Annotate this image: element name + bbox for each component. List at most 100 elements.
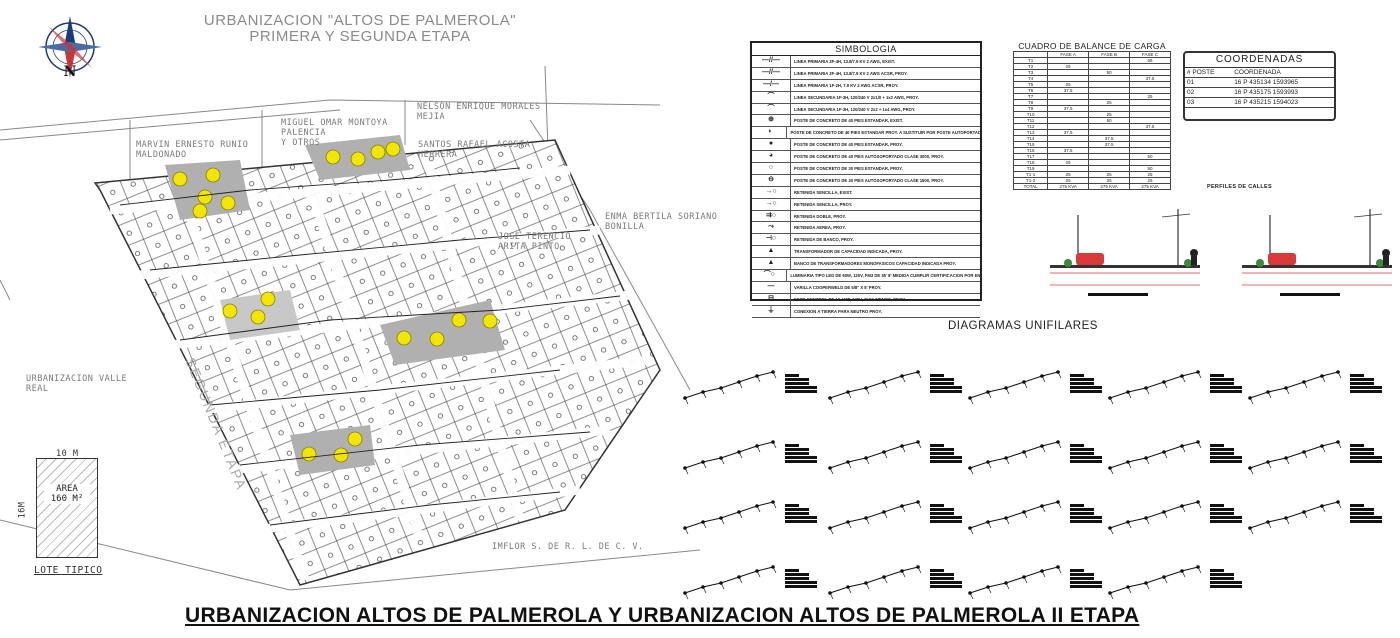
simbologia-row: ⇉○RETENIDA DOBLE, PROY. [752, 210, 980, 223]
simbologia-symbol-icon: ⌒ [752, 91, 791, 103]
simbologia-text: LINEA PRIMARIA 1F-2H, 7.9 KV 2 AWG ACSR,… [794, 82, 899, 88]
table-header-cell: COORDENADA [1232, 68, 1334, 78]
plan-drawing: SEGUNDA ETAPA [0, 65, 700, 591]
simbologia-row: ⊣○RETENIDA DE BANCO, PROY. [752, 234, 980, 247]
simbologia-symbol-icon: —//— [752, 67, 791, 79]
single-line-diagram [1108, 370, 1242, 405]
street-profiles [1050, 209, 1392, 296]
simbologia-symbol-icon: ● [752, 139, 791, 151]
simbologia-symbol-icon: ⤳ [752, 222, 791, 234]
single-line-diagram [968, 500, 1102, 535]
single-line-diagram [828, 500, 962, 535]
simbologia-text: POSTE DE CONCRETO DE 40 PIES ESTANDAR PR… [790, 130, 980, 136]
diagramas-title: DIAGRAMAS UNIFILARES [948, 320, 1098, 332]
table-cell: 16 P 435175 1593993 [1232, 87, 1334, 98]
owner-valle-real: URBANIZACION VALLE REAL [26, 374, 128, 394]
simbologia-symbol-icon: ⊖ [752, 174, 791, 186]
single-line-diagram [1248, 370, 1382, 405]
simbologia-text: RETENIDA DE BANCO, PROY. [794, 237, 854, 243]
single-line-diagram [968, 370, 1102, 405]
simbologia-row: ▲BANCO DE TRANSFORMADORES MONOFASICOS CA… [752, 258, 980, 271]
single-line-diagram [683, 500, 817, 535]
simbologia-text: RETENIDA SENCILLA, EXIST. [794, 189, 853, 195]
single-line-diagram [1108, 500, 1242, 535]
owner-santos: SANTOS RAFAEL ACOSTA HERRERA [418, 140, 531, 160]
simbologia-symbol-icon: —//— [752, 56, 791, 67]
simbologia-text: POSTE DE CONCRETO DE 40 PIES ESTANDAR, P… [794, 142, 903, 148]
simbologia-text: LINEA SECUNDARIA 1F-3H, 120/240 V 2x2 + … [794, 106, 916, 112]
single-line-diagram [683, 440, 817, 475]
table-cell: 275 KVA [1088, 183, 1131, 190]
simbologia-text: LINEA SECUNDARIA 1F-3H, 120/240 V 2x1/0 … [794, 94, 919, 100]
simbologia-row: —//—LINEA PRIMARIA 3F-4H, 13.8/7.9 KV 2 … [752, 56, 980, 68]
simbologia-row: →○RETENIDA SENCILLA, PROY. [752, 198, 980, 211]
simbologia-title: SIMBOLOGIA [752, 43, 980, 56]
simbologia-symbol-icon: ⌒○ [752, 270, 788, 281]
single-line-diagram [828, 440, 962, 475]
north-arrow-icon: N [38, 16, 102, 80]
simbologia-text: TRANSFORMADOR DE CAPACIDAD INDICADA, PRO… [794, 249, 903, 255]
simbologia-row: —/—LINEA PRIMARIA 1F-2H, 7.9 KV 2 AWG AC… [752, 79, 980, 92]
single-line-diagram [1108, 565, 1242, 600]
simbologia-legend: SIMBOLOGIA —//—LINEA PRIMARIA 3F-4H, 13.… [750, 41, 982, 318]
owner-marvin: MARVIN ERNESTO RUNIO MALDONADO [136, 140, 249, 160]
simbologia-symbol-icon: ⏚ [752, 305, 791, 317]
owner-miguel: MIGUEL OMAR MONTOYA PALENCIA Y OTROS [281, 118, 388, 148]
lote-width-label: 10 M [56, 449, 79, 459]
table-cell: 16 P 435134 1593965 [1232, 77, 1334, 88]
simbologia-symbol-icon: ▲ [752, 246, 791, 258]
lote-area: AREA 160 M² [44, 484, 90, 504]
simbologia-text: CONEXION A TIERRA PARA NEUTRO PROY. [794, 308, 882, 314]
simbologia-symbol-icon: ⊟ [752, 293, 791, 305]
simbologia-text: LINEA PRIMARIA 3F-4H, 13.8/7.9 KV 2 AWG,… [794, 58, 895, 64]
simbologia-symbol-icon: ◕ [752, 151, 791, 163]
simbologia-row: ⤳RETENIDA AEREA, PROY. [752, 222, 980, 235]
simbologia-row: ⌒LINEA SECUNDARIA 1F-3H, 120/240 V 2x2 +… [752, 103, 980, 116]
simbologia-row: ●POSTE DE CONCRETO DE 40 PIES ESTANDAR, … [752, 139, 980, 152]
simbologia-row: ⊕POSTE DE CONCRETO DE 40 PIES ESTANDAR, … [752, 115, 980, 128]
single-line-diagram [968, 565, 1102, 600]
table-cell: 03 [1185, 97, 1233, 108]
simbologia-row: —VARILLA COOPERWELD DE 5/8" X 8' PROY. [752, 281, 980, 294]
single-line-diagrams [683, 370, 1382, 600]
plan-title-line2: PRIMERA Y SEGUNDA ETAPA [249, 28, 471, 45]
table-cell: 02 [1185, 87, 1233, 98]
simbologia-symbol-icon: ○ [752, 163, 791, 174]
simbologia-row: ⌒LINEA SECUNDARIA 1F-3H, 120/240 V 2x1/0… [752, 91, 980, 104]
simbologia-row: ⊖POSTE DE CONCRETO DE 30 PIES AUTOSOPORT… [752, 174, 980, 187]
simbologia-text: VARILLA COOPERWELD DE 5/8" X 8' PROY. [794, 284, 882, 290]
owner-enma: ENMA BERTILA SORIANO BONILLA [605, 212, 718, 232]
simbologia-row: ⏚CONEXION A TIERRA PARA NEUTRO PROY. [752, 305, 980, 318]
single-line-diagram [683, 565, 817, 600]
simbologia-symbol-icon: →○ [752, 198, 791, 210]
simbologia-row: ⊟FOTO CONTROL DE 10 AMP, 120V, GUIA MENO… [752, 293, 980, 306]
plan-title-line1: URBANIZACION "ALTOS DE PALMEROLA" [203, 12, 517, 29]
single-line-diagram [968, 440, 1102, 475]
table-cell: 275 KVA [1129, 183, 1171, 190]
single-line-diagram [828, 370, 962, 405]
simbologia-symbol-icon: —/— [752, 79, 791, 91]
lote-caption: LOTE TIPICO [34, 565, 103, 576]
street-profile-2 [1242, 209, 1392, 296]
simbologia-row: ◕POSTE DE CONCRETO DE 40 PIES AUTOSOPORT… [752, 151, 980, 164]
street-profile-1 [1050, 209, 1200, 296]
table-cell: 01 [1185, 77, 1233, 88]
simbologia-text: POSTE DE CONCRETO DE 30 PIES ESTANDAR, P… [794, 165, 903, 171]
simbologia-text: FOTO CONTROL DE 10 AMP, 120V, GUIA MENOS… [794, 296, 906, 302]
table-cell: 16 P 435215 1594023 [1232, 97, 1334, 108]
table-header-cell: # POSTE [1185, 68, 1233, 78]
simbologia-symbol-icon: ▲ [752, 258, 791, 270]
simbologia-symbol-icon: ⊣○ [752, 234, 791, 246]
simbologia-text: RETENIDA DOBLE, PROY. [794, 213, 846, 219]
simbologia-symbol-icon: ⊕ [752, 115, 791, 127]
simbologia-text: POSTE DE CONCRETO DE 40 PIES ESTANDAR, E… [794, 118, 903, 124]
